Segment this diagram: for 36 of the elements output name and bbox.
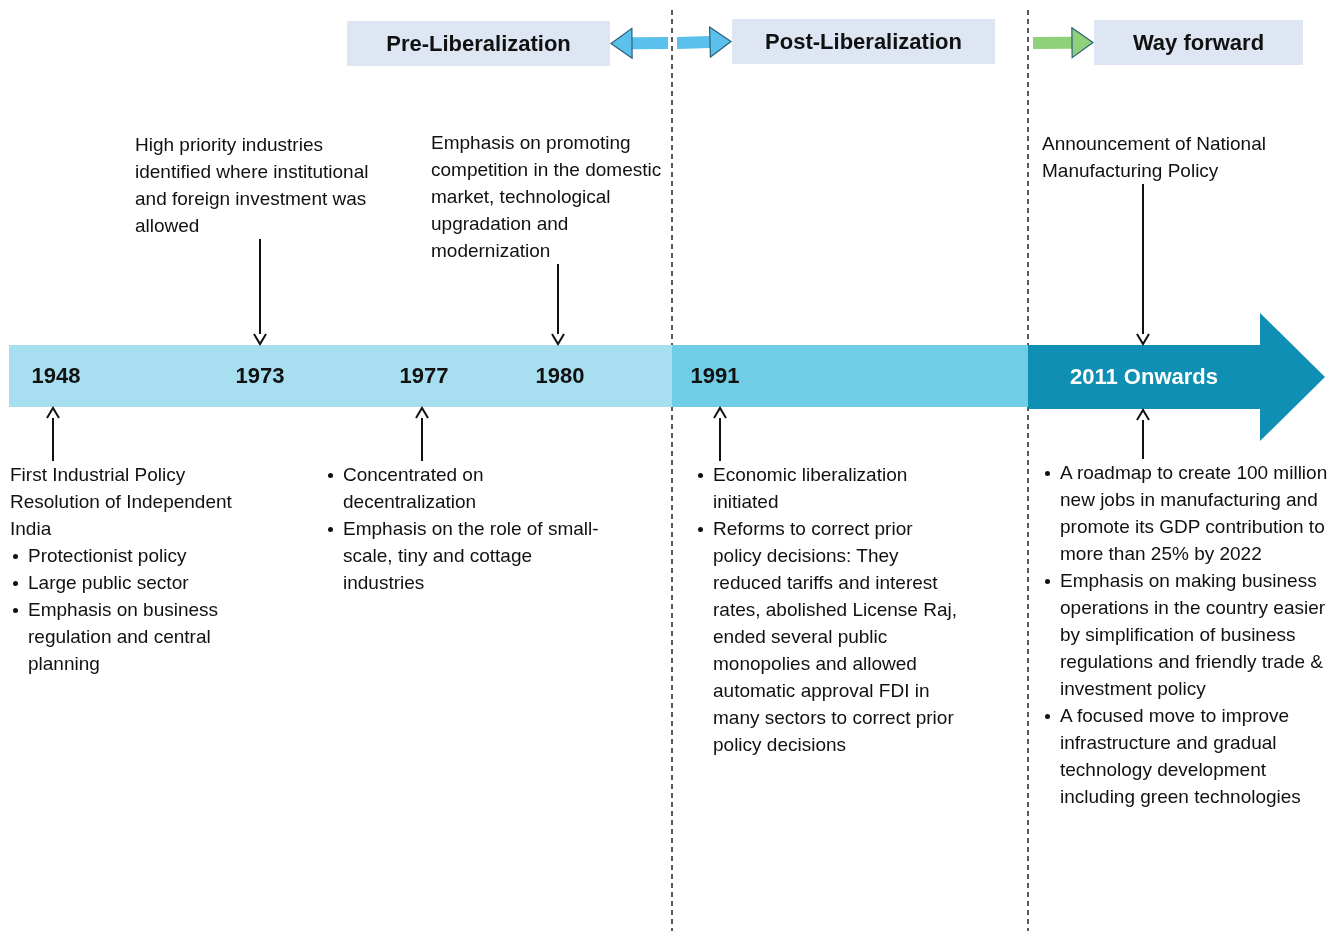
bullet-text: A focused move to improve infrastructure and gradual technology development including green technologies bbox=[1060, 705, 1301, 807]
milestone-text: First Industrial Policy Resolution of Independent India bbox=[10, 463, 233, 541]
timeline-bar bbox=[672, 345, 1028, 407]
arrow bbox=[1032, 27, 1094, 59]
arrow bbox=[713, 407, 727, 462]
bullet-text: Reforms to correct prior policy decisions: They reduced tariffs and interest rates, abolished License Raj, ended several public monopolies and allowed automatic approval FDI in many sectors to correct prior policy decisions bbox=[713, 518, 957, 755]
year-label: 1973 bbox=[225, 345, 295, 407]
bullet-text: Protectionist policy bbox=[28, 545, 187, 566]
phase-heading-box: Pre-Liberalization bbox=[347, 21, 610, 66]
arrow bbox=[415, 407, 429, 462]
milestone-text: Emphasis on promoting competition in the domestic market, technological upgradation and modernization bbox=[431, 131, 663, 263]
timeline-arrow bbox=[1028, 313, 1325, 441]
bullet-text: Concentrated on decentralization bbox=[343, 464, 484, 512]
arrow bbox=[610, 27, 669, 59]
year-label: 1977 bbox=[389, 345, 459, 407]
bullet-text: Large public sector bbox=[28, 572, 189, 593]
arrow bbox=[676, 26, 732, 58]
arrow bbox=[46, 407, 60, 462]
timeline-bar bbox=[9, 345, 672, 407]
period-label: 2011 Onwards bbox=[1070, 364, 1218, 390]
arrow bbox=[1136, 183, 1150, 345]
year-label: 1991 bbox=[680, 345, 750, 407]
bullet-text: Economic liberalization initiated bbox=[713, 464, 908, 512]
arrow bbox=[253, 238, 267, 345]
bullet-text: Emphasis on business regulation and central planning bbox=[28, 599, 219, 674]
phase-heading-box: Post-Liberalization bbox=[732, 19, 995, 64]
phase-heading-box: Way forward bbox=[1094, 20, 1303, 65]
arrow bbox=[1136, 409, 1150, 460]
arrow bbox=[551, 263, 565, 345]
year-label: 1980 bbox=[525, 345, 595, 407]
year-label: 1948 bbox=[21, 345, 91, 407]
bullet-text: A roadmap to create 100 million new jobs in manufacturing and promote its GDP contribution to more than 25% by 2022 bbox=[1060, 462, 1328, 564]
bullet-text: Emphasis on the role of small-scale, tiny and cottage industries bbox=[343, 518, 599, 593]
milestone-text: Announcement of National Manufacturing Policy bbox=[1042, 132, 1267, 183]
bullet-text: Emphasis on making business operations in the country easier by simplification of business regulations and friendly trade & investment policy bbox=[1060, 570, 1326, 699]
milestone-text: High priority industries identified where institutional and foreign investment was allowed bbox=[135, 133, 370, 238]
